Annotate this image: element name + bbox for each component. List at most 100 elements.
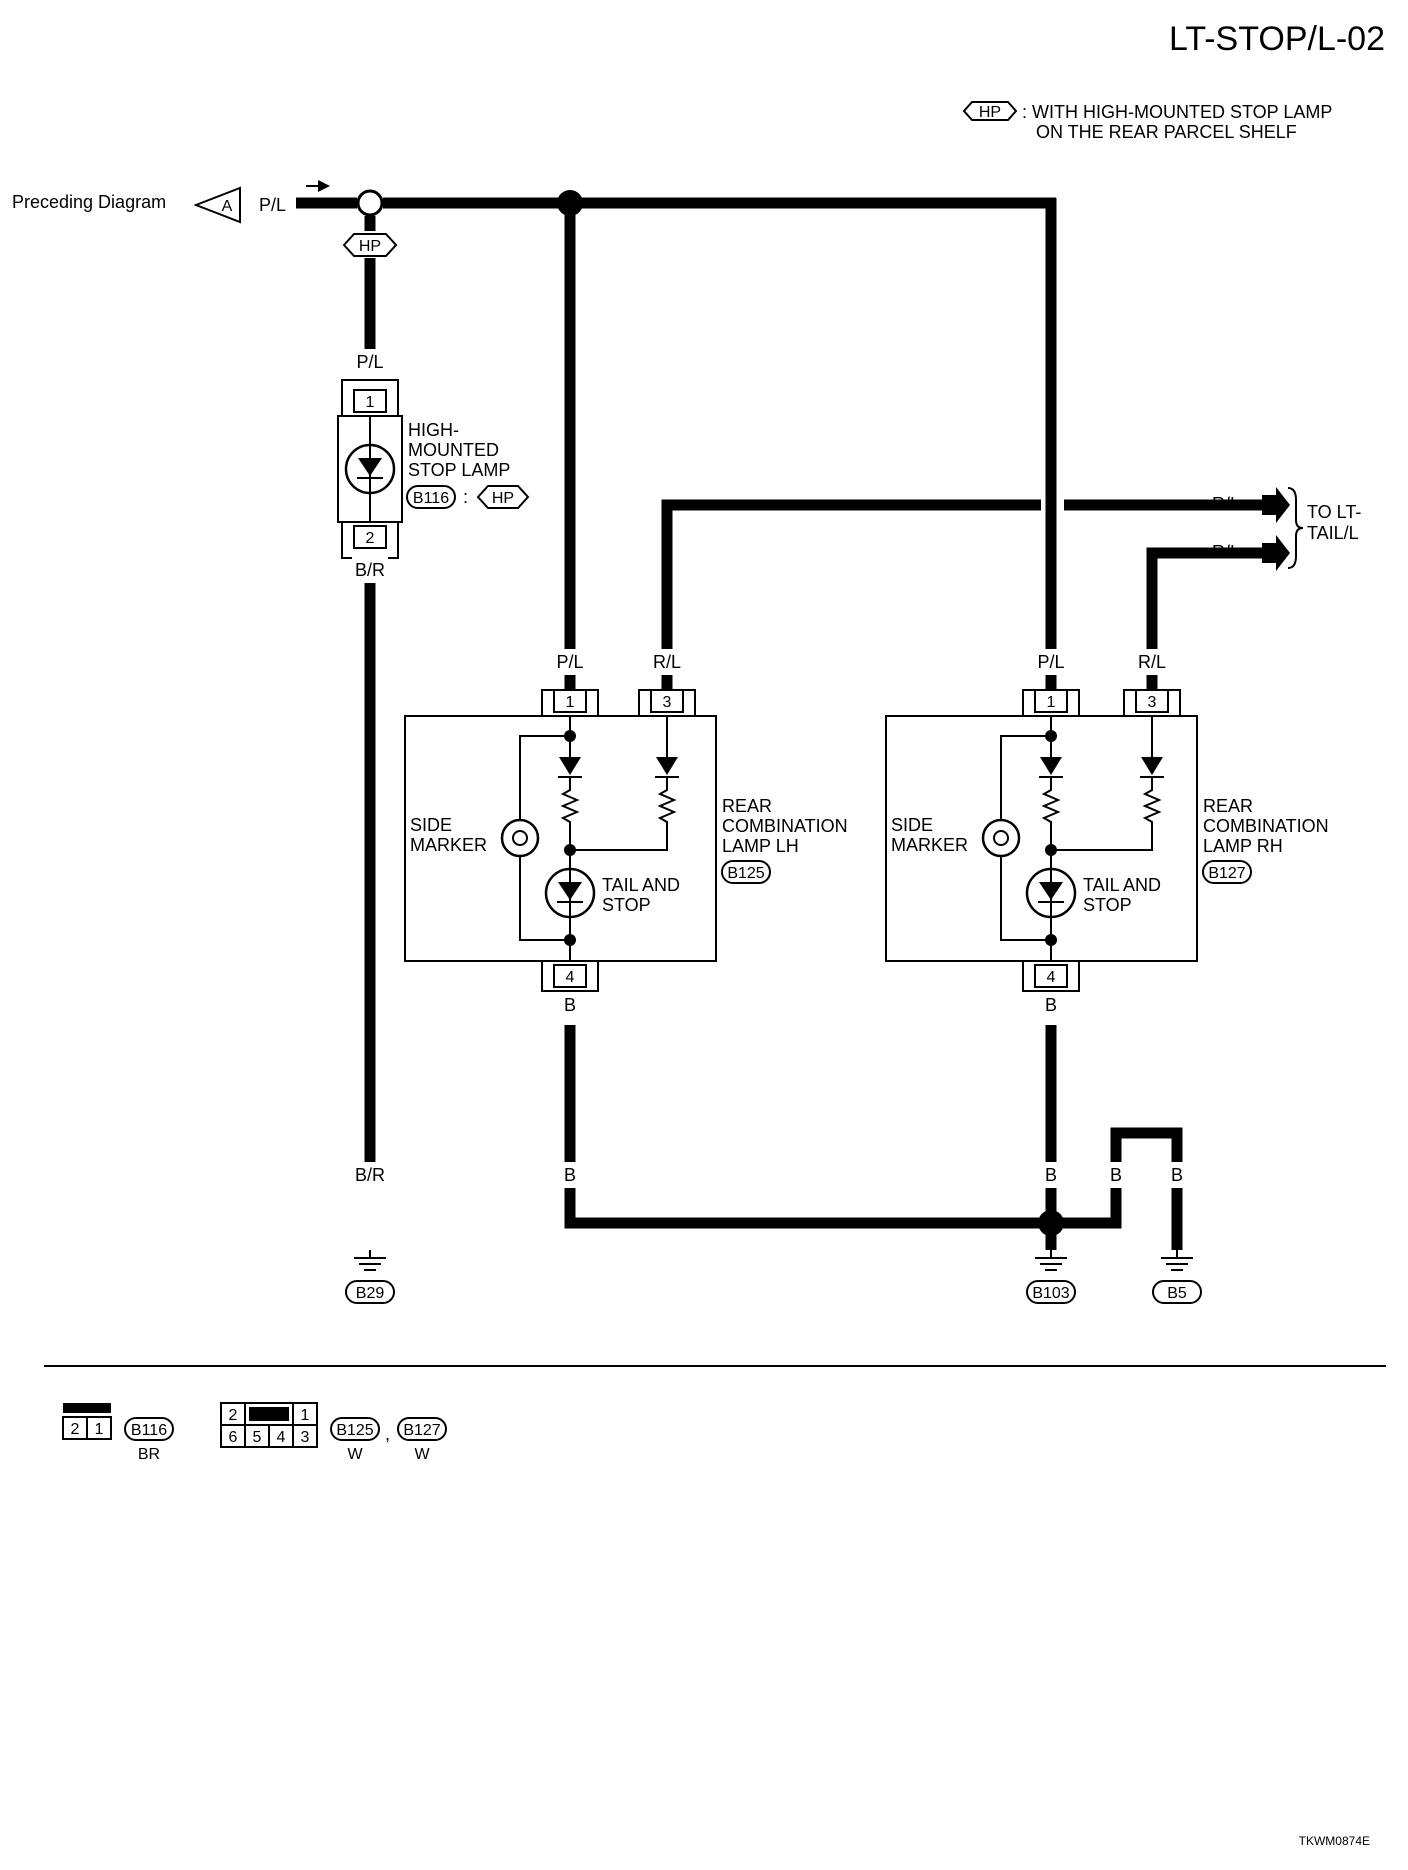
- connector-6pin-color2: W: [414, 1446, 430, 1463]
- rh-connector-id: B127: [1208, 865, 1245, 882]
- connector-6pin-id1: B125: [336, 1422, 373, 1439]
- rh-pin1: 1: [1047, 694, 1056, 711]
- wire-label-gap: [1167, 1162, 1187, 1188]
- connector-views: 2 1 B116 BR 2 1 6 5 4 3 B125 , B127 W W: [62, 1402, 447, 1463]
- lh-tail-diode-icon: [559, 757, 581, 775]
- rh-stop-diode-icon: [1141, 757, 1163, 775]
- to-tail-brace: [1287, 487, 1304, 569]
- wire-b-to-b5: [1051, 1127, 1183, 1250]
- lh-internal-dot-2: [564, 844, 576, 856]
- wires: [296, 197, 1262, 1250]
- junction-dot-ground: [1038, 1210, 1064, 1236]
- rh-wire-pin1-label: P/L: [1037, 652, 1064, 672]
- hm-pin-top: 1: [366, 394, 375, 411]
- preceding-diagram-label: Preceding Diagram: [12, 192, 166, 212]
- rh-tail-stop-diode-icon: [1039, 882, 1063, 900]
- lh-connector-id-shape: [721, 860, 771, 884]
- rh-tail-resistor-icon: [1041, 777, 1061, 830]
- preceding-wire-label: P/L: [259, 195, 286, 215]
- connector-6pin-bottom-b: 5: [253, 1429, 262, 1446]
- to-tail-output: R/L R/L TO LT- TAIL/L: [1212, 487, 1361, 571]
- wire-label-gap: [351, 557, 389, 583]
- wire-label-gap: [1041, 992, 1061, 1018]
- rh-name-line-2: COMBINATION: [1203, 816, 1329, 836]
- connector-6pin-color1: W: [347, 1446, 363, 1463]
- connector-2pin-pin-b: 1: [95, 1421, 104, 1438]
- lh-tail-stop-diode-icon: [558, 882, 582, 900]
- wire-rl-lh: [661, 499, 1041, 693]
- lh-pin4: 4: [566, 969, 575, 986]
- ground-g1-id-shape: [345, 1280, 395, 1304]
- connector-6pin-bottom-a: 6: [229, 1429, 238, 1446]
- lh-pin3: 3: [663, 694, 672, 711]
- hm-hp-tag: HP: [492, 490, 514, 507]
- rh-internal-dot-2: [1045, 844, 1057, 856]
- to-tail-arrow-1: [1262, 487, 1290, 523]
- rh-side-marker-label-1: SIDE: [891, 815, 933, 835]
- connector-6pin-latch: [249, 1407, 289, 1421]
- hm-name-line-3: STOP LAMP: [408, 460, 510, 480]
- rh-tail-stop-label-1: TAIL AND: [1083, 875, 1161, 895]
- wire-label-gap: [351, 1162, 389, 1188]
- legend-hp-tag: HP: [979, 104, 1001, 121]
- rh-connector-id-shape: [1202, 860, 1252, 884]
- ground-wire-b-left-label: B: [564, 1165, 576, 1185]
- connector-6pin-bottom-d: 3: [301, 1429, 310, 1446]
- lh-lamp-body: [404, 715, 717, 962]
- lh-tail-stop-label-2: STOP: [602, 895, 651, 915]
- wire-rl-rh: [1146, 547, 1262, 693]
- wire-label-gap: [1041, 1162, 1061, 1188]
- hm-wire-bottom-label: B/R: [355, 560, 385, 580]
- lh-stop-join: [570, 830, 668, 851]
- rh-side-marker-bulb-icon: [981, 818, 1021, 858]
- lh-side-marker-label-2: MARKER: [410, 835, 487, 855]
- wire-label-gap: [649, 649, 685, 675]
- wire-label-gap: [1134, 649, 1170, 675]
- wire-label-gap: [353, 349, 387, 375]
- lh-wire-pin3-label: R/L: [653, 652, 681, 672]
- rh-side-marker-filament-icon: [993, 830, 1009, 846]
- lh-tail-resistor-icon: [560, 777, 580, 830]
- to-tail-wire-2: R/L: [1212, 542, 1240, 562]
- ground-g2-id: B103: [1032, 1285, 1069, 1302]
- connector-a-shape: [193, 186, 241, 224]
- rh-pin4: 4: [1047, 969, 1056, 986]
- to-tail-arrow-2: [1262, 535, 1290, 571]
- splice-open-circle: [356, 189, 384, 217]
- to-tail-label-2: TAIL/L: [1307, 523, 1359, 543]
- ground-wire-b-r1-label: B: [1110, 1165, 1122, 1185]
- to-tail-wire-1: R/L: [1212, 494, 1240, 514]
- rh-pin3: 3: [1148, 694, 1157, 711]
- rh-stop-join: [1051, 830, 1153, 851]
- wire-label-gap: [560, 1162, 580, 1188]
- lh-pin1: 1: [566, 694, 575, 711]
- lh-pin4-box: [553, 964, 587, 988]
- rh-wire-ground-label: B: [1045, 995, 1057, 1015]
- lh-internal-dot-3: [564, 934, 576, 946]
- ground-wire-br-label: B/R: [355, 1165, 385, 1185]
- rh-name-line-1: REAR: [1203, 796, 1253, 816]
- flow-arrow-head: [318, 180, 330, 192]
- lh-wire-pin1-label: P/L: [556, 652, 583, 672]
- hp-branch-tag: HP: [342, 233, 398, 257]
- lh-pin1-box: [553, 689, 587, 713]
- connector-6pin-id1-shape: [330, 1417, 380, 1441]
- junction-dot-top: [557, 190, 583, 216]
- lh-tail-stop-label-1: TAIL AND: [602, 875, 680, 895]
- wire-label-gap: [1106, 1162, 1126, 1188]
- rh-internal-dot-1: [1045, 730, 1057, 742]
- connector-2pin-pin-a: 2: [71, 1421, 80, 1438]
- connector-2pin-latch: [63, 1403, 111, 1413]
- rh-wire-pin3-label: R/L: [1138, 652, 1166, 672]
- ground-wire-labels: B/R B B B B: [351, 1162, 1187, 1188]
- rh-stop-resistor-icon: [1142, 777, 1162, 830]
- lh-pin3-box: [650, 689, 684, 713]
- legend-line-1: : WITH HIGH-MOUNTED STOP LAMP: [1022, 102, 1332, 122]
- connector-2pin-id: B116: [131, 1422, 167, 1439]
- ground-wire-b-mid-label: B: [1045, 1165, 1057, 1185]
- rh-tail-stop-label-2: STOP: [1083, 895, 1132, 915]
